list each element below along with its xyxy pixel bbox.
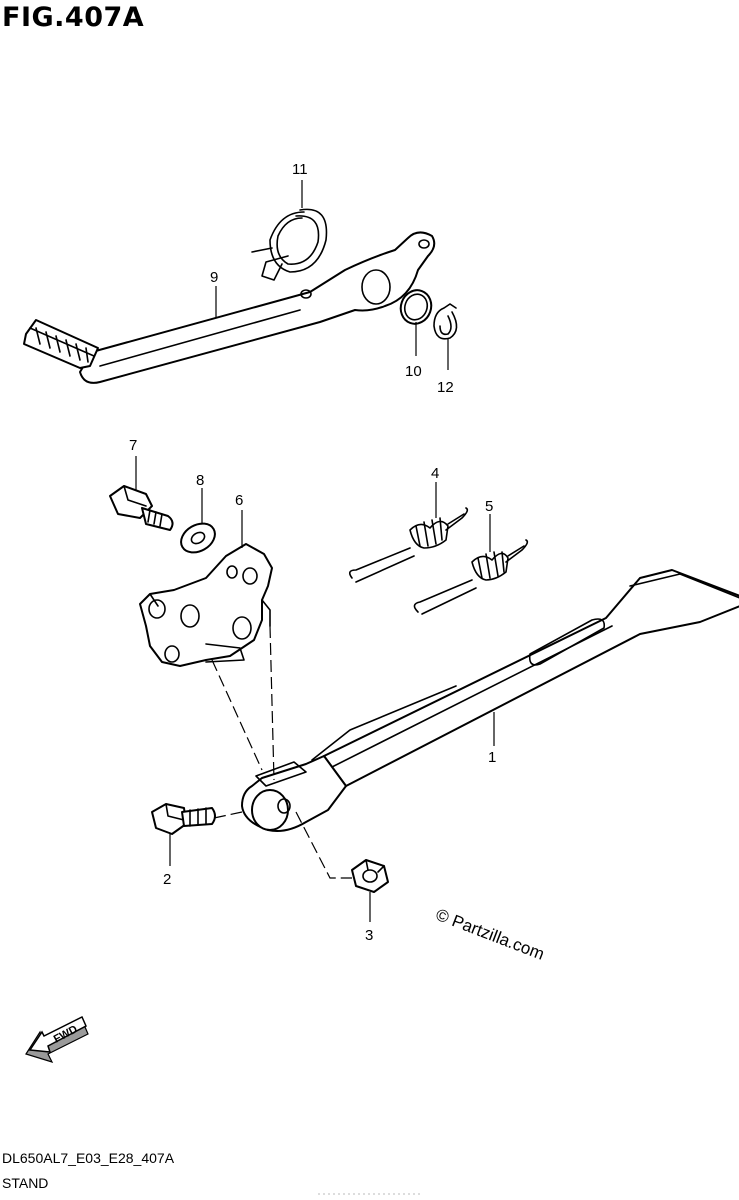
forward-arrow-icon: FWD [25, 1015, 89, 1063]
callout-1: 1 [488, 749, 496, 766]
gear-shift-lever[interactable] [23, 231, 436, 384]
callout-8: 8 [196, 472, 204, 489]
figure-code: DL650AL7_E03_E28_407A [2, 1150, 175, 1166]
callout-7: 7 [129, 437, 137, 454]
bracket-bolt[interactable] [109, 485, 174, 531]
callout-9: 9 [210, 269, 218, 286]
stand-bracket[interactable] [139, 543, 273, 667]
callout-11: 11 [292, 161, 308, 178]
circlip[interactable] [433, 303, 458, 340]
figure-name: STAND [2, 1175, 49, 1191]
callout-2: 2 [163, 871, 171, 888]
stand-nut[interactable] [351, 859, 389, 893]
callout-4: 4 [431, 465, 439, 482]
stand-spring-5[interactable] [413, 539, 529, 615]
pivot-bolt[interactable] [151, 803, 216, 835]
stand-spring-4[interactable] [348, 507, 469, 583]
callout-3: 3 [365, 927, 373, 944]
lever-washer[interactable] [396, 286, 436, 328]
bracket-washer[interactable] [176, 518, 220, 559]
lever-spring[interactable] [251, 208, 328, 281]
callout-10: 10 [405, 363, 422, 380]
side-stand[interactable] [241, 569, 739, 832]
figure-title: FIG.407A [2, 2, 145, 33]
callout-6: 6 [235, 492, 243, 509]
callout-5: 5 [485, 498, 493, 515]
callout-12: 12 [437, 379, 454, 396]
